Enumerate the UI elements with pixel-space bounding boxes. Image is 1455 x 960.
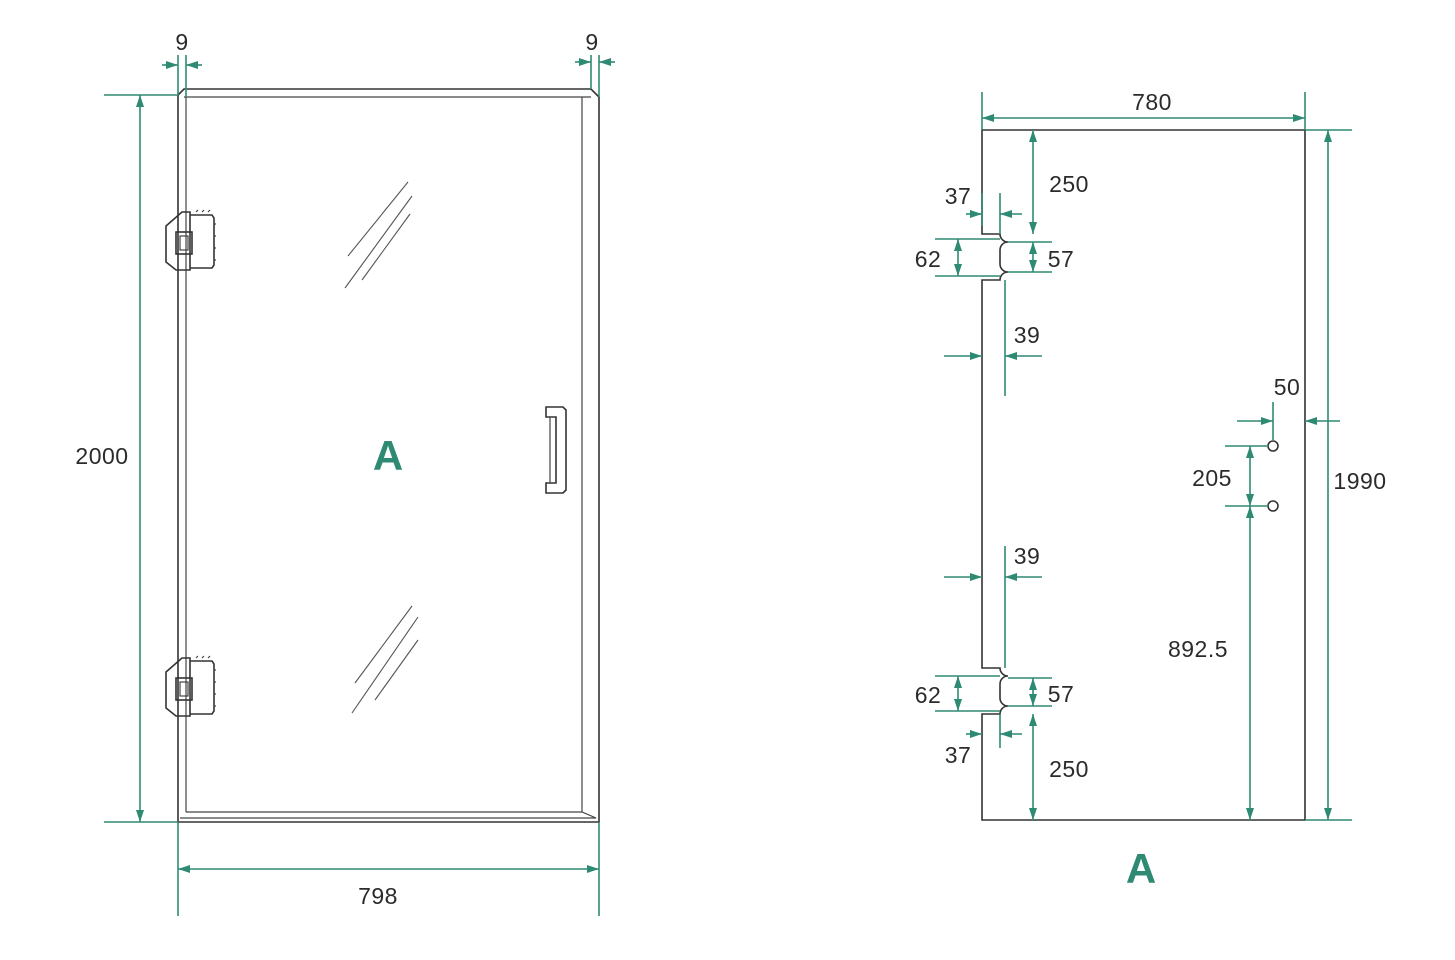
dim-bottom-hinge-height: 62 — [915, 675, 1000, 712]
dim-top-hinge-depth: 37 — [945, 183, 1022, 234]
dim-handle-spacing: 205 — [1192, 445, 1268, 507]
dim-top-hinge-cut-text: 57 — [1048, 246, 1075, 272]
dim-handle-spacing-text: 205 — [1192, 465, 1232, 491]
handle-hole-top — [1267, 440, 1279, 452]
dim-bottom-hinge-depth: 37 — [945, 714, 1022, 768]
dim-handle-height-text: 892.5 — [1168, 636, 1228, 662]
dim-top-hinge-height: 62 — [915, 238, 1000, 277]
dim-bottom-hinge-cut-text: 57 — [1048, 681, 1075, 707]
dim-top-hinge-edge: 39 — [944, 280, 1042, 396]
glass-reflection-lower — [351, 605, 419, 714]
dim-top-hinge-cut: 57 — [1008, 241, 1075, 273]
dim-bottom-hinge-depth-text: 37 — [945, 742, 972, 768]
dim-left-side: 9 — [162, 29, 202, 97]
dim-bottom-hinge-edge-text: 39 — [1014, 543, 1041, 569]
dim-width-text: 798 — [358, 883, 398, 909]
glass-panel-outline — [981, 129, 1306, 821]
dim-left-side-text: 9 — [175, 29, 188, 55]
dim-top-hinge-offset: 250 — [1029, 130, 1089, 234]
dim-top-hinge-offset-text: 250 — [1049, 171, 1089, 197]
dim-width: 798 — [177, 822, 600, 916]
dim-top-hinge-edge-text: 39 — [1014, 322, 1041, 348]
dim-height-text: 2000 — [75, 443, 128, 469]
dim-height: 2000 — [75, 94, 178, 823]
door-handle — [545, 406, 567, 494]
right-glass-view: A 780 1990 250 37 — [915, 89, 1386, 892]
dim-bottom-hinge-height-text: 62 — [915, 682, 942, 708]
dim-handle-height: 892.5 — [1168, 506, 1254, 820]
dim-panel-height-text: 1990 — [1333, 468, 1386, 494]
dim-panel-height: 1990 — [1305, 129, 1386, 821]
bottom-hinge — [165, 655, 216, 717]
dim-panel-width-text: 780 — [1132, 89, 1172, 115]
right-view-label: A — [1126, 845, 1156, 892]
door-bottom-rail — [180, 811, 597, 819]
handle-hole-bottom — [1267, 500, 1279, 512]
dim-top-hinge-depth-text: 37 — [945, 183, 972, 209]
top-hinge — [165, 209, 216, 271]
glass-reflection-upper — [344, 181, 413, 289]
dim-bottom-hinge-offset: 250 — [1029, 714, 1089, 820]
dim-bottom-hinge-offset-text: 250 — [1049, 756, 1089, 782]
dim-handle-edge-text: 50 — [1274, 374, 1301, 400]
dim-bottom-hinge-cut: 57 — [1008, 677, 1075, 707]
left-door-view: A 9 9 2000 — [75, 29, 615, 916]
dim-panel-width: 780 — [981, 89, 1306, 130]
dim-right-side: 9 — [575, 29, 615, 97]
dim-right-side-text: 9 — [585, 29, 598, 55]
dim-bottom-hinge-edge: 39 — [944, 543, 1042, 668]
dim-top-hinge-height-text: 62 — [915, 246, 942, 272]
dim-handle-edge: 50 — [1237, 374, 1340, 440]
left-view-label: A — [373, 432, 403, 479]
